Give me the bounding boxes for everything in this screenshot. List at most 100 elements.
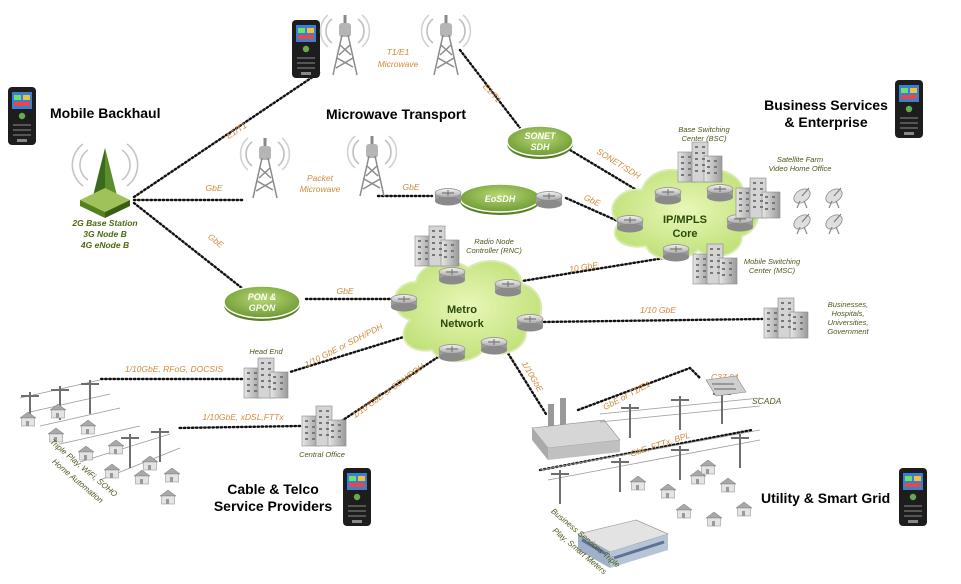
link-label-metro-co: 1/10 GbE or SDH/PDH xyxy=(350,361,427,420)
utility-pole-icon xyxy=(621,404,639,438)
house-icon xyxy=(719,477,737,493)
house-icon xyxy=(49,403,67,419)
satellite-dish-icon xyxy=(822,185,846,209)
transmission-lines xyxy=(539,390,761,504)
link-label-metro-utility: 1/10GbE xyxy=(520,359,546,393)
pon-gpon-node: PON & GPON xyxy=(223,285,301,321)
region-mobile-backhaul: Mobile Backhaul xyxy=(50,105,160,121)
house-icon xyxy=(735,501,753,517)
utility-pole-icon xyxy=(121,434,139,468)
link-label-co: 1/10GbE, xDSL,FTTx xyxy=(202,412,284,422)
router-icon xyxy=(494,279,522,297)
router-icon xyxy=(662,244,690,262)
eosdh-node: EoSDH xyxy=(459,183,541,215)
utility-pole-icon xyxy=(671,446,689,480)
link-bs-to-pon xyxy=(132,201,254,298)
region-business-services: Business Services xyxy=(764,97,888,113)
business-label-line2: Hospitals, xyxy=(832,309,865,318)
building-icon xyxy=(414,225,460,267)
eosdh-label: EoSDH xyxy=(485,194,516,204)
power-plant-icon xyxy=(531,398,621,460)
link-label-10gbe: 10 GbE xyxy=(569,260,599,274)
business-label-line4: Government xyxy=(827,327,869,336)
link-label-gbe-or-t1e1: GbE or T1/E1 xyxy=(601,379,652,412)
cell-tower-icon xyxy=(71,143,139,218)
base-station-label-2g: 2G Base Station xyxy=(71,218,137,228)
microwave-tower-icon xyxy=(239,137,291,199)
msc-label-line2: Center (MSC) xyxy=(749,266,796,275)
utility-pole-icon xyxy=(611,458,629,492)
tester-device-icon xyxy=(8,87,36,145)
utility-pole-icon xyxy=(151,428,169,462)
ipmpls-label: IP/MPLS xyxy=(663,214,707,226)
router-icon xyxy=(480,337,508,355)
building-icon xyxy=(243,357,289,399)
link-label-1-10gbe: 1/10 GbE xyxy=(640,305,676,315)
msc-label-line1: Mobile Switching xyxy=(744,257,801,266)
bsc-label-line2: Center (BSC) xyxy=(681,134,727,143)
utility-pole-icon xyxy=(731,434,749,468)
satellite-label-line2: Video Home Office xyxy=(769,164,832,173)
link-bs-to-microwave-e1t1 xyxy=(132,70,322,199)
link-label-gbe-pon: GbE xyxy=(206,231,226,250)
tester-device-icon xyxy=(895,80,923,138)
link-label-t1e1: T1/E1 xyxy=(387,47,410,57)
house-icon xyxy=(659,483,677,499)
link-metro-to-utility xyxy=(504,348,548,416)
link-sonet-to-core xyxy=(568,148,642,194)
house-icon xyxy=(107,439,125,455)
rnc-label-line2: Controller (RNC) xyxy=(466,246,522,255)
satellite-dish-icon xyxy=(822,211,846,235)
gpon-label: GPON xyxy=(249,303,276,313)
link-metro-to-headend xyxy=(288,333,412,374)
business-label-line3: Universities, xyxy=(828,318,869,327)
link-label-sonet-sdh: SONET/SDH xyxy=(595,146,643,181)
sonet-sdh-node: SONET SDH xyxy=(506,125,574,159)
bsc-label-line1: Base Switching xyxy=(678,125,730,134)
house-icon xyxy=(705,511,723,527)
tester-device-icon xyxy=(899,468,927,526)
house-icon xyxy=(79,419,97,435)
region-utility-smart-grid: Utility & Smart Grid xyxy=(761,490,890,506)
utility-pole-icon xyxy=(551,470,569,504)
sonet-label: SONET xyxy=(524,131,557,141)
microwave-tower-icon xyxy=(346,135,398,197)
suburb-houses xyxy=(629,459,753,527)
router-icon xyxy=(654,187,682,205)
router-icon xyxy=(434,188,462,206)
scada-label: SCADA xyxy=(752,396,782,406)
link-metro-to-co xyxy=(332,355,440,428)
house-icon xyxy=(133,469,151,485)
house-icon xyxy=(629,475,647,491)
tester-device-icon xyxy=(292,20,320,78)
house-icon xyxy=(699,459,717,475)
satellite-dish-icon xyxy=(790,185,814,209)
tester-device-icon xyxy=(343,468,371,526)
base-station-label-3g: 3G Node B xyxy=(83,229,126,239)
substation-icon xyxy=(705,375,747,397)
router-icon xyxy=(390,294,418,312)
core-label: Core xyxy=(672,228,697,240)
region-microwave-transport: Microwave Transport xyxy=(326,106,466,122)
link-label-gbe-pon-metro: GbE xyxy=(336,286,353,296)
satellite-dish-icon xyxy=(790,211,814,235)
link-label-gbe-left: GbE xyxy=(205,183,222,193)
region-cable-telco: Cable & Telco xyxy=(227,481,319,497)
link-metro-to-business xyxy=(538,317,764,324)
satellite-label-line1: Satellite Farm xyxy=(777,155,823,164)
router-icon xyxy=(535,191,563,209)
link-label-packet-microwave: Microwave xyxy=(300,184,341,194)
house-icon xyxy=(77,445,95,461)
microwave-tower-icon xyxy=(420,14,472,76)
metro-label: Metro xyxy=(447,304,477,316)
house-icon xyxy=(19,411,37,427)
sdh-label: SDH xyxy=(530,142,550,152)
house-icon xyxy=(163,467,181,483)
building-icon xyxy=(735,177,781,219)
building-icon xyxy=(677,141,723,183)
head-end-label: Head End xyxy=(249,347,283,356)
rnc-label-line1: Radio Node xyxy=(474,237,514,246)
factory-icon xyxy=(577,519,669,568)
network-label: Network xyxy=(440,318,484,330)
